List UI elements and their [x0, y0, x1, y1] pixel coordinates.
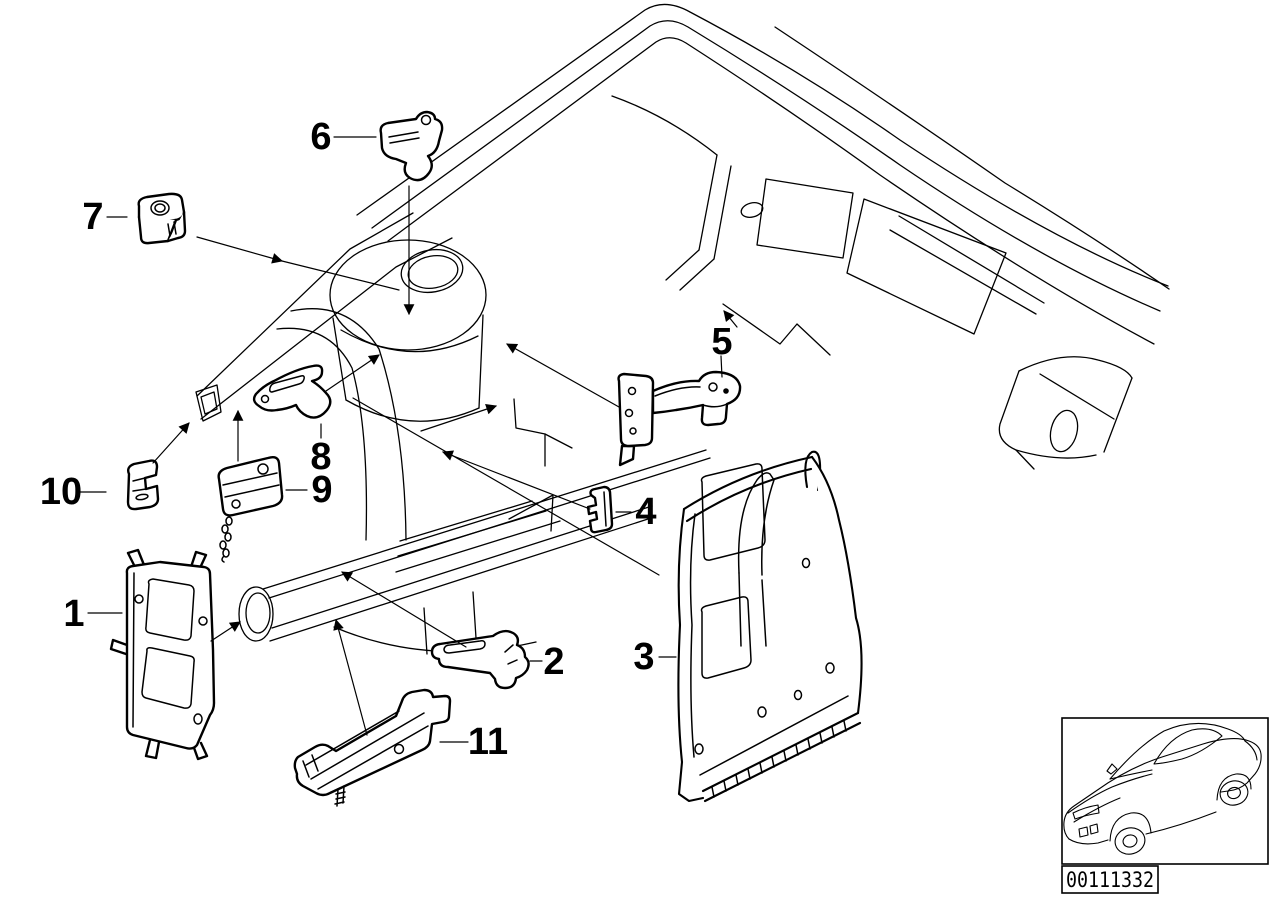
callout-6: 6 — [310, 116, 331, 158]
part-1-mount-plate — [109, 548, 216, 761]
vehicle-outline-icon — [1063, 722, 1262, 855]
callout-9: 9 — [311, 469, 332, 511]
part-6-hook-bracket — [379, 110, 444, 182]
callout-11: 11 — [468, 721, 508, 763]
callout-8: 8 — [310, 436, 331, 478]
callout-7: 7 — [82, 196, 103, 238]
part-11-channel-bracket — [293, 688, 452, 807]
callout-5: 5 — [711, 321, 732, 363]
vehicle-thumbnail — [1061, 717, 1269, 865]
part-9-bracket-with-chain — [217, 455, 284, 563]
callout-4: 4 — [635, 491, 656, 533]
image-code-box: 00111332 — [1061, 865, 1159, 894]
part-10-angle-clip — [126, 459, 160, 511]
part-8-lever-bracket — [252, 364, 332, 419]
body-structure-linework — [195, 3, 1170, 655]
image-code-text: 00111332 — [1066, 868, 1154, 892]
part-5-support-bracket — [617, 370, 742, 467]
part-7-grommet-block — [137, 192, 187, 245]
part-2-bracket-lever — [430, 629, 530, 690]
part-4-clip-bracket — [586, 485, 614, 534]
leader-lines — [79, 136, 738, 743]
callout-3: 3 — [633, 636, 654, 678]
callout-2: 2 — [543, 641, 564, 683]
callout-10: 10 — [40, 471, 82, 513]
part-3-front-side-panel — [677, 450, 863, 803]
callout-labels: 1 2 3 4 5 6 7 8 9 10 11 — [40, 116, 733, 763]
callout-1: 1 — [63, 593, 84, 635]
